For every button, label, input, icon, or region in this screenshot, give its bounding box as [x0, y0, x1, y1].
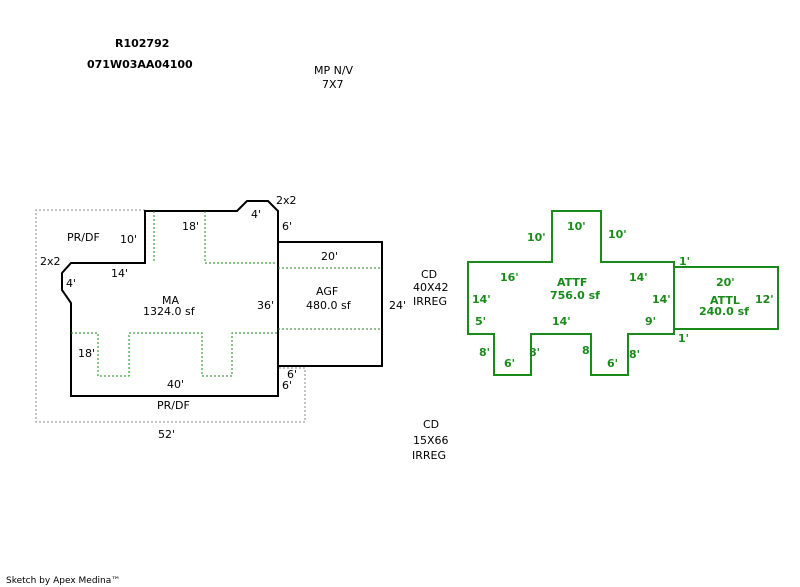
dim-36: 36' [257, 299, 274, 312]
cd1-type: IRREG [413, 295, 447, 308]
ma-name: MA [162, 294, 179, 307]
ma-area: 1324.0 sf [143, 305, 196, 318]
dim-10: 10' [120, 233, 137, 246]
gdim-9: 9' [645, 315, 656, 328]
attl-area: 240.0 sf [699, 305, 749, 318]
gdim-8-d: 8' [629, 348, 640, 361]
agf-dotted [278, 267, 382, 330]
pr-df-top-label: PR/DF [67, 231, 100, 244]
cd1-size: 40X42 [413, 281, 449, 294]
ma-dotted-bottom [71, 332, 278, 377]
dim-4-left: 4' [66, 277, 76, 290]
dim-40: 40' [167, 378, 184, 391]
dim-6-top: 6' [282, 220, 292, 233]
dim-24: 24' [389, 299, 406, 312]
gdim-14-right: 14' [652, 293, 671, 306]
gdim-10-c: 10' [608, 228, 627, 241]
dim-18-bottom: 18' [78, 347, 95, 360]
agf-outline [277, 241, 383, 367]
cd2-label: CD [423, 418, 439, 431]
attf-outline [467, 210, 675, 376]
pr-df-bottom-label: PR/DF [157, 399, 190, 412]
mp-label: MP N/V [314, 64, 354, 77]
gdim-5: 5' [475, 315, 486, 328]
ma-dotted-top [153, 211, 278, 264]
pr-df-outline [35, 209, 306, 423]
attl-outline [673, 266, 779, 330]
gdim-20: 20' [716, 276, 735, 289]
agf-name: AGF [316, 285, 338, 298]
mp-size: 7X7 [322, 78, 344, 91]
dim-20: 20' [321, 250, 338, 263]
attf-name: ATTF [557, 276, 587, 289]
gdim-14-mid: 14' [552, 315, 571, 328]
footer-credit: Sketch by Apex Medina™ [6, 576, 120, 586]
gdim-14-left: 14' [472, 293, 491, 306]
parcel-number: 071W03AA04100 [87, 58, 193, 71]
agf-area: 480.0 sf [306, 299, 352, 312]
gdim-14-a: 14' [629, 271, 648, 284]
dim-2x2-top: 2x2 [276, 194, 297, 207]
gdim-10-a: 10' [527, 231, 546, 244]
gdim-6-a: 6' [504, 357, 515, 370]
dim-4-top: 4' [251, 208, 261, 221]
gdim-10-b: 10' [567, 220, 586, 233]
attl-name: ATTL [710, 294, 740, 307]
cd2-size: 15X66 [413, 434, 449, 447]
gdim-1-top: 1' [679, 255, 690, 268]
gdim-6-b: 6' [607, 357, 618, 370]
gdim-8-c: 8' [582, 344, 593, 357]
gdim-16: 16' [500, 271, 519, 284]
dim-52: 52' [158, 428, 175, 441]
dim-14: 14' [111, 267, 128, 280]
cd2-type: IRREG [412, 449, 446, 462]
gdim-12: 12' [755, 293, 774, 306]
record-id: R102792 [115, 37, 169, 50]
gdim-1-bottom: 1' [678, 332, 689, 345]
gdim-8-a: 8' [479, 346, 490, 359]
dim-6-a: 6' [287, 368, 297, 381]
gdim-8-b: 8' [529, 346, 540, 359]
dim-18-top: 18' [182, 220, 199, 233]
ma-outline [61, 200, 279, 397]
dim-6-b: 6' [282, 379, 292, 392]
attf-area: 756.0 sf [550, 289, 600, 302]
dim-2x2-left: 2x2 [40, 255, 61, 268]
cd1-label: CD [421, 268, 437, 281]
